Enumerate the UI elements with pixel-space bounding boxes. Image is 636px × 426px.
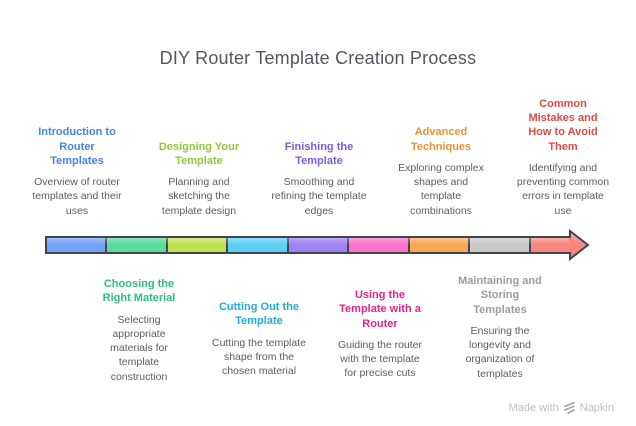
step-title: Introduction to Router Templates <box>38 126 116 167</box>
step-title: Designing Your Template <box>158 140 240 167</box>
timeline-arrow-svg <box>45 228 590 262</box>
step-title: Finishing the Template <box>284 140 354 167</box>
step-title: Maintaining and Storing Templates <box>458 275 542 316</box>
step-description: Overview of router templates and their u… <box>32 176 122 217</box>
step-description: Exploring complex shapes and template co… <box>398 161 484 217</box>
arrowhead-sheen <box>571 233 586 245</box>
page-title: DIY Router Template Creation Process <box>159 48 477 68</box>
step-title: Using the Template with a Router <box>339 289 421 330</box>
napkin-logo-icon <box>563 402 575 414</box>
watermark-prefix: Made with <box>508 401 559 414</box>
timeline-arrow <box>44 228 592 262</box>
watermark-brand: Napkin <box>579 401 614 414</box>
step-introduction-to-router-templates: Introduction to Router Templates Overvie… <box>12 125 142 218</box>
step-common-mistakes: Common Mistakes and How to Avoid Them Id… <box>498 97 628 218</box>
step-using-template-with-router: Using the Template with a Router Guiding… <box>315 288 445 381</box>
step-description: Smoothing and refining the template edge… <box>271 176 367 217</box>
step-cutting-out-template: Cutting Out the Template Cutting the tem… <box>194 300 324 378</box>
step-advanced-techniques: Advanced Techniques Exploring complex sh… <box>376 125 506 218</box>
step-title: Advanced Techniques <box>410 126 472 153</box>
step-description: Guiding the router with the template for… <box>337 338 423 380</box>
step-designing-your-template: Designing Your Template Planning and ske… <box>134 140 264 218</box>
step-description: Planning and sketching the template desi… <box>161 176 237 217</box>
step-title: Choosing the Right Material <box>102 278 176 305</box>
step-description: Selecting appropriate materials for temp… <box>110 313 168 383</box>
step-maintaining-storing-templates: Maintaining and Storing Templates Ensuri… <box>435 274 565 381</box>
step-title: Common Mistakes and How to Avoid Them <box>528 97 598 153</box>
step-description: Ensuring the longevity and organization … <box>465 324 535 380</box>
step-description: Identifying and preventing common errors… <box>516 161 610 217</box>
arrow-sheen <box>47 238 569 245</box>
watermark: Made with Napkin <box>509 401 614 414</box>
step-choosing-right-material: Choosing the Right Material Selecting ap… <box>74 277 204 384</box>
step-finishing-the-template: Finishing the Template Smoothing and ref… <box>254 140 384 218</box>
step-title: Cutting Out the Template <box>218 301 300 328</box>
step-description: Cutting the template shape from the chos… <box>212 336 306 378</box>
